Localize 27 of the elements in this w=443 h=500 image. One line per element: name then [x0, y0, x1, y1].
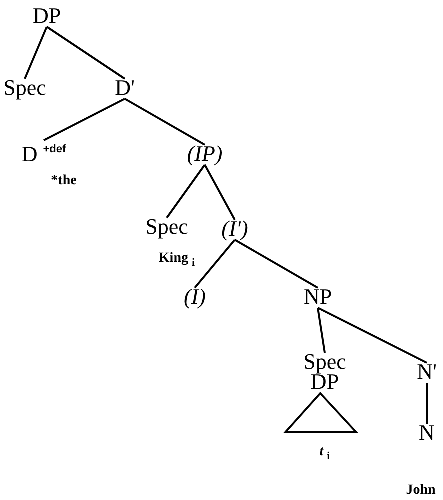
node-label: N	[419, 423, 435, 443]
terminal-word: King $_{i}$	[158, 251, 196, 269]
tree-branch	[426, 383, 428, 424]
tree-branch	[194, 239, 236, 289]
terminal-word: *the	[51, 174, 77, 190]
node-label: Spec	[304, 352, 346, 372]
node-label: (IP)	[187, 144, 223, 164]
node-label: D'	[115, 78, 135, 98]
node-label: D $^{+def}$	[22, 140, 66, 164]
tree-branch	[44, 98, 126, 142]
tree-branch	[46, 26, 126, 80]
tree-branch	[24, 26, 48, 80]
node-label: N'	[417, 362, 437, 382]
node-label: (I')	[222, 219, 248, 239]
node-label: DP	[32, 6, 62, 26]
node-label: (I)	[184, 287, 206, 307]
tree-branch	[124, 98, 206, 146]
tree-branch	[166, 164, 206, 219]
tree-branch	[204, 164, 236, 220]
terminal-word: t $_{i}$	[320, 444, 330, 462]
node-label: Spec	[4, 78, 46, 98]
node-label: NP	[304, 287, 332, 307]
tree-branch	[318, 307, 428, 364]
node-label: Spec	[146, 217, 188, 237]
terminal-word: John	[406, 483, 436, 499]
tree-branch	[317, 308, 326, 354]
tree-branch	[234, 239, 318, 289]
